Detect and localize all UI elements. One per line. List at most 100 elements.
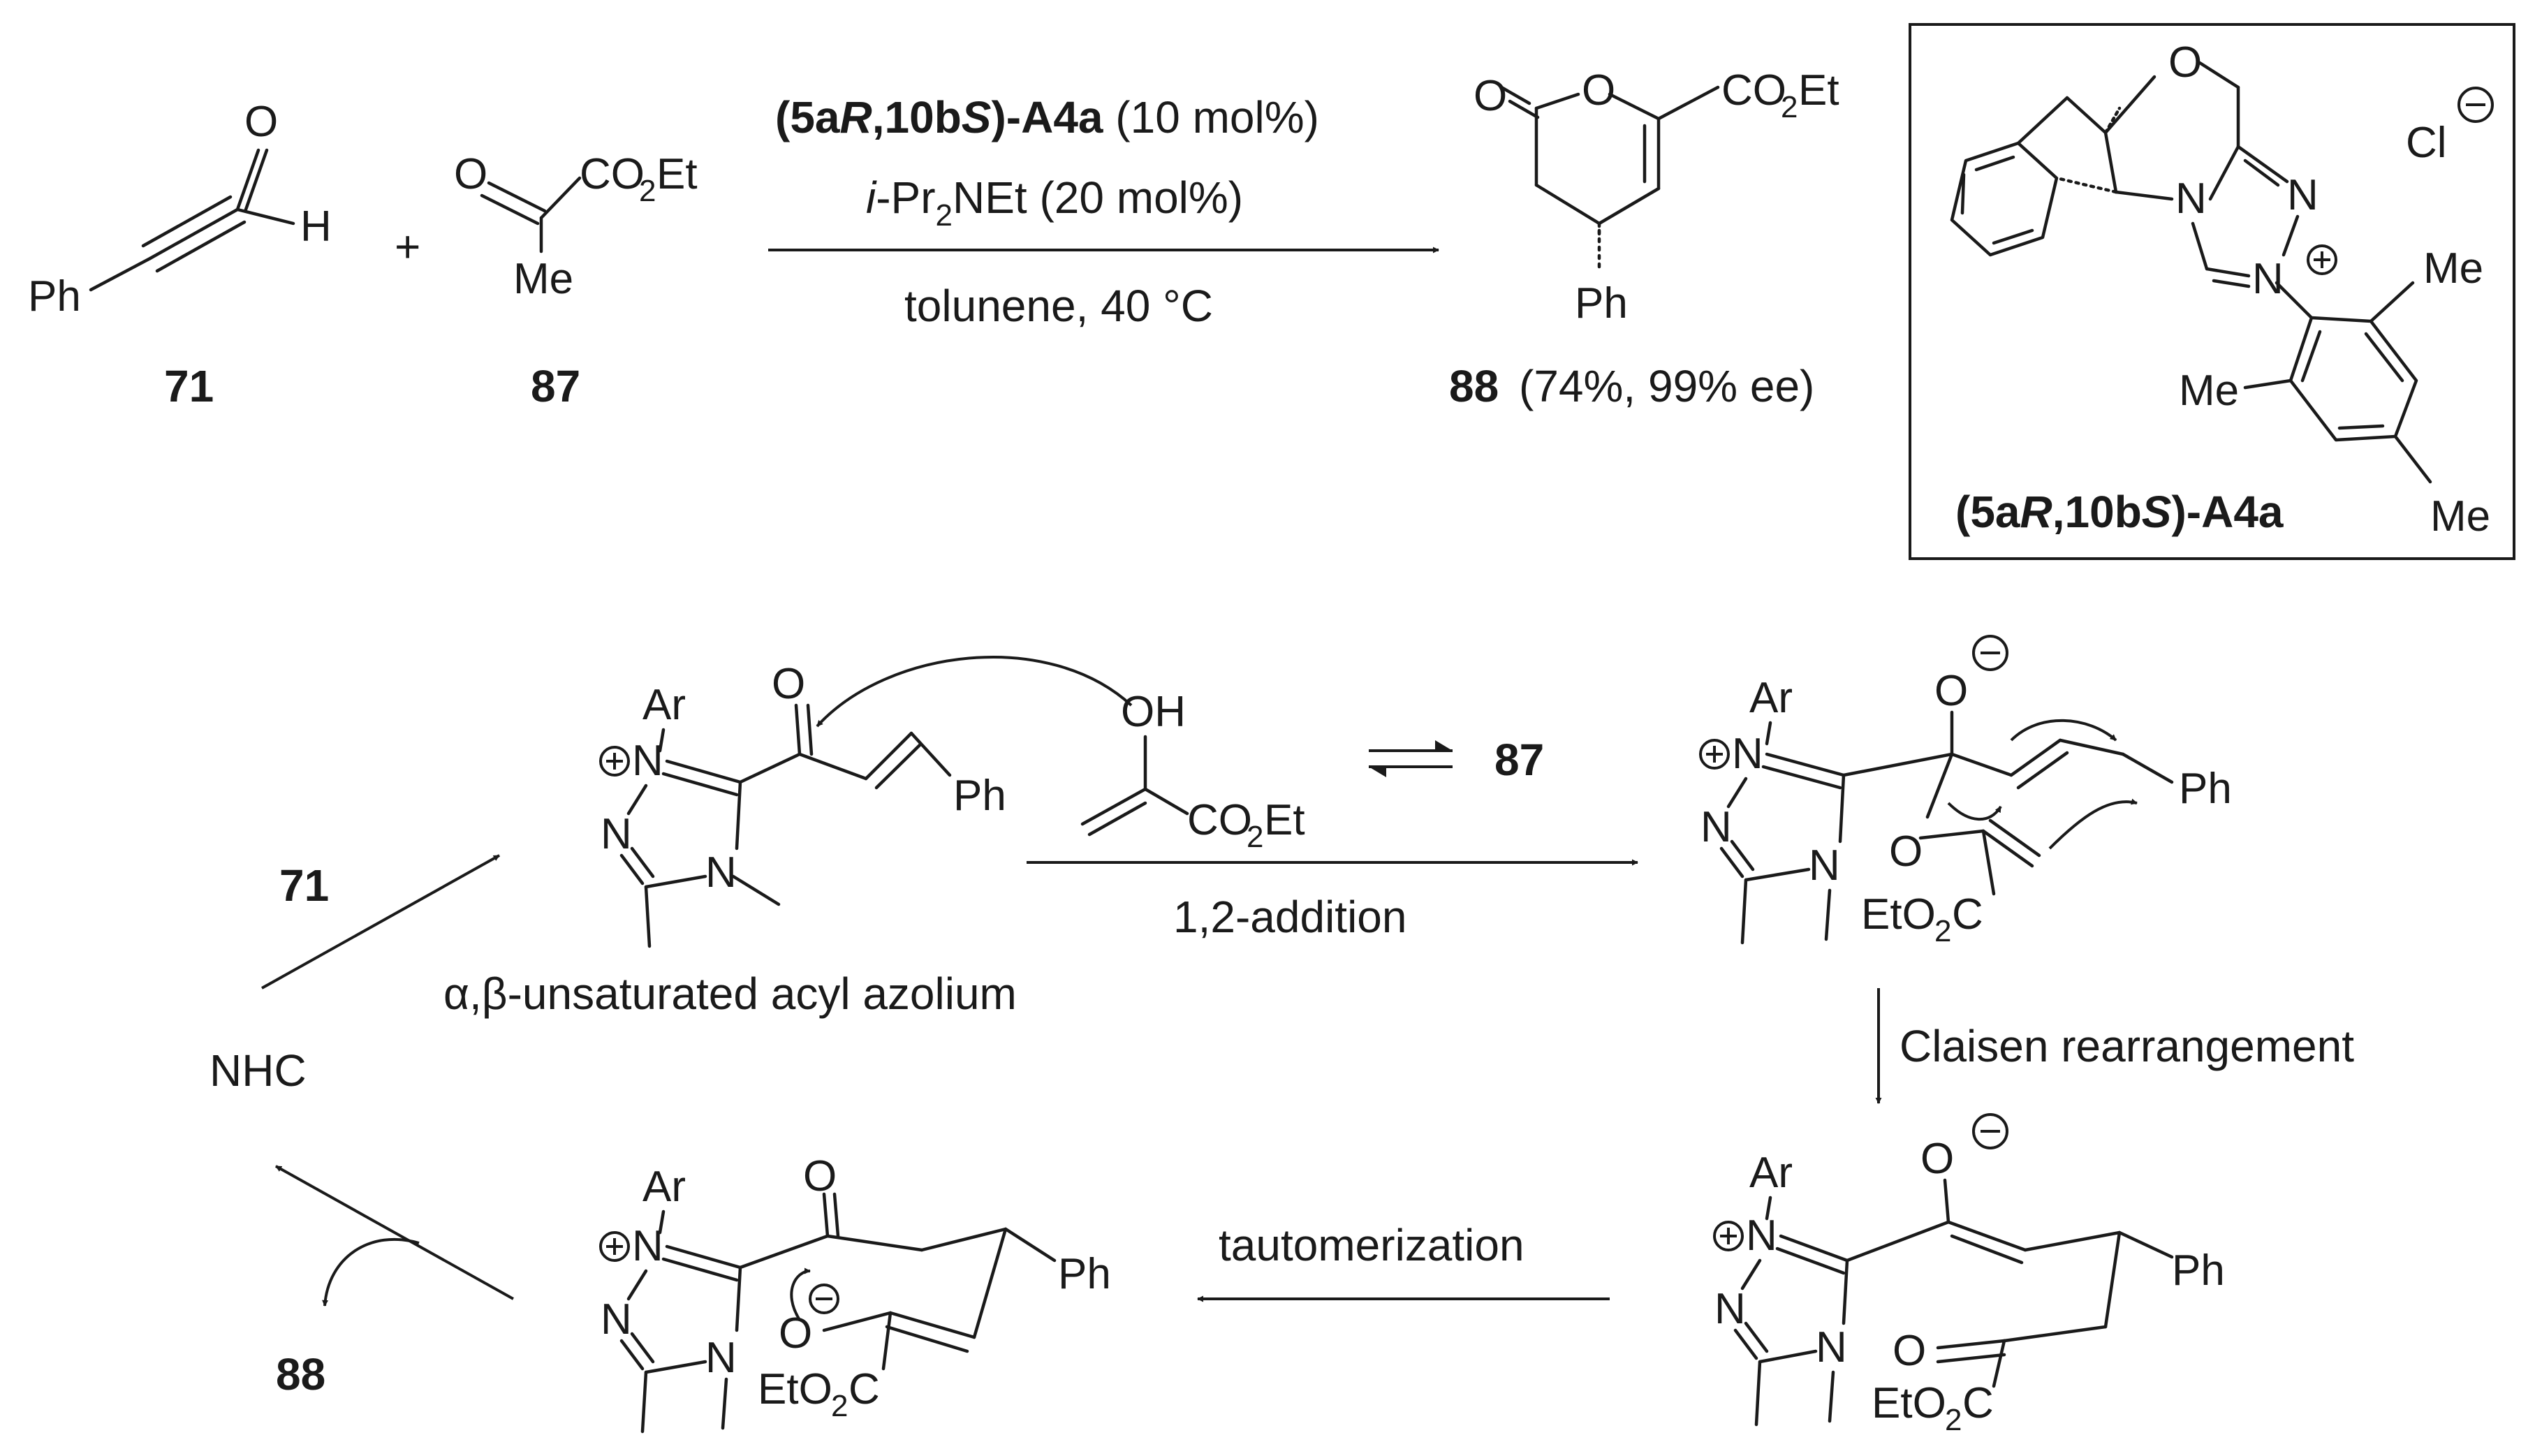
equilibrium-arrows: [1369, 740, 1453, 777]
cycle-label-71: 71: [279, 860, 329, 911]
svg-text:O: O: [1893, 1327, 1926, 1375]
svg-text:N: N: [1700, 803, 1732, 851]
svg-text:Ph: Ph: [1058, 1250, 1111, 1298]
svg-text:N: N: [632, 1222, 663, 1270]
svg-text:O: O: [1889, 828, 1923, 876]
tetrahedral-intermediate-structure: Ar N N N O Ph O EtO 2 C: [1699, 635, 2232, 948]
svg-text:Me: Me: [513, 255, 573, 303]
label-71: 71: [164, 361, 214, 411]
claisen-label: Claisen rearrangement: [1900, 1021, 2354, 1071]
svg-text:O: O: [1582, 66, 1615, 115]
svg-text:CO: CO: [1721, 66, 1786, 115]
svg-text:Me: Me: [2179, 367, 2239, 415]
svg-text:EtO: EtO: [1872, 1379, 1946, 1427]
arrow-to-nhc: [275, 1165, 514, 1300]
svg-text:O: O: [1920, 1135, 1954, 1183]
svg-text:EtO: EtO: [758, 1365, 832, 1413]
svg-text:Ar: Ar: [642, 681, 686, 729]
svg-text:EtO: EtO: [1861, 890, 1936, 939]
yield-ee: (74%, 99% ee): [1519, 361, 1814, 411]
svg-text:Ar: Ar: [1749, 674, 1793, 722]
svg-text:2: 2: [831, 1389, 848, 1423]
svg-text:N: N: [2287, 171, 2319, 219]
svg-text:O: O: [1934, 667, 1968, 715]
base-condition: i-Pr2NEt (20 mol%): [866, 172, 1243, 233]
svg-text:Ph: Ph: [2172, 1247, 2225, 1295]
compound-71-structure: Ph O H: [28, 98, 332, 321]
svg-text:N: N: [601, 1295, 632, 1344]
svg-text:C: C: [848, 1365, 880, 1413]
svg-text:N: N: [705, 848, 737, 897]
svg-text:O: O: [772, 660, 805, 708]
svg-text:N: N: [1816, 1323, 1847, 1372]
svg-text:Ar: Ar: [642, 1163, 686, 1211]
plus-sign: +: [395, 221, 420, 272]
enol-structure: OH CO 2 Et: [1080, 688, 1305, 854]
cyclization-arrow: [790, 1267, 811, 1321]
label-88: 88: [1449, 361, 1499, 411]
svg-text:N: N: [601, 810, 632, 858]
svg-text:2: 2: [1247, 820, 1263, 854]
svg-text:O: O: [454, 150, 487, 198]
svg-text:Ph: Ph: [1575, 279, 1628, 328]
svg-text:N: N: [1714, 1285, 1746, 1333]
catalyst-label: (5aR,10bS)-A4a: [1955, 487, 2284, 537]
svg-text:CO: CO: [580, 150, 645, 198]
svg-text:2: 2: [1945, 1403, 1962, 1437]
svg-text:Ph: Ph: [953, 772, 1006, 820]
svg-text:Ph: Ph: [28, 272, 81, 321]
release-88-arrow: [322, 1237, 420, 1307]
catalyst-box: [1909, 23, 2515, 560]
addition-label: 1,2-addition: [1173, 892, 1406, 942]
svg-text:O: O: [779, 1309, 812, 1358]
svg-text:N: N: [1732, 730, 1763, 778]
tautomer-intermediate-structure: Ar N N N O Ph O EtO 2 C: [599, 1152, 1111, 1434]
svg-text:N: N: [705, 1334, 737, 1382]
catalyst-a4a-structure: O N N N Me Me Me: [1950, 38, 2490, 541]
svg-text:O: O: [244, 98, 278, 146]
svg-text:N: N: [1746, 1212, 1777, 1260]
electron-arrow-3: [2048, 798, 2138, 850]
tautomerization-label: tautomerization: [1219, 1220, 1524, 1270]
acyl-azolium-structure: Ar N N N O Ph: [599, 660, 1006, 948]
cycle-label-88: 88: [276, 1349, 325, 1399]
svg-text:O: O: [803, 1152, 837, 1200]
svg-text:O: O: [2168, 38, 2202, 87]
svg-text:N: N: [2252, 255, 2284, 303]
compound-88-structure: O O CO 2 Et Ph: [1474, 66, 1839, 328]
svg-text:N: N: [632, 737, 663, 785]
compound-87-structure: O Me CO 2 Et: [454, 150, 698, 303]
attack-curved-arrow: [816, 656, 1133, 728]
arrow-nhc-to-azolium: [261, 854, 500, 990]
enolate-intermediate-structure: Ar N N N O Ph O EtO 2 C: [1713, 1113, 2225, 1437]
svg-text:N: N: [2175, 175, 2207, 223]
svg-text:2: 2: [639, 174, 656, 208]
nhc-label: NHC: [210, 1045, 307, 1096]
svg-text:H: H: [300, 203, 332, 251]
chloride-counterion: Cl: [2406, 119, 2447, 167]
svg-text:N: N: [1809, 841, 1840, 890]
svg-text:Et: Et: [1264, 796, 1305, 844]
svg-text:CO: CO: [1187, 796, 1252, 844]
svg-text:Et: Et: [1798, 66, 1839, 115]
svg-text:Ar: Ar: [1749, 1149, 1793, 1197]
svg-text:Me: Me: [2430, 492, 2490, 541]
svg-text:2: 2: [1781, 90, 1798, 124]
electron-arrow-2: [1947, 802, 2002, 821]
solvent-temperature: tolunene, 40 °C: [904, 281, 1213, 331]
svg-text:Et: Et: [656, 150, 698, 198]
svg-text:C: C: [1952, 890, 1983, 939]
svg-text:Me: Me: [2423, 244, 2483, 293]
equilibrium-87: 87: [1494, 735, 1544, 785]
chloride-charge-icon: [2457, 87, 2494, 123]
label-87: 87: [531, 361, 580, 411]
electron-arrow-1: [2010, 719, 2117, 742]
svg-text:O: O: [1474, 72, 1507, 120]
acyl-azolium-label: α,β-unsaturated acyl azolium: [443, 969, 1017, 1019]
svg-text:OH: OH: [1121, 688, 1186, 736]
svg-text:C: C: [1962, 1379, 1994, 1427]
svg-text:Ph: Ph: [2179, 765, 2232, 813]
catalyst-condition: (5aR,10bS)-A4a (10 mol%): [775, 92, 1319, 142]
svg-text:2: 2: [1934, 914, 1951, 948]
